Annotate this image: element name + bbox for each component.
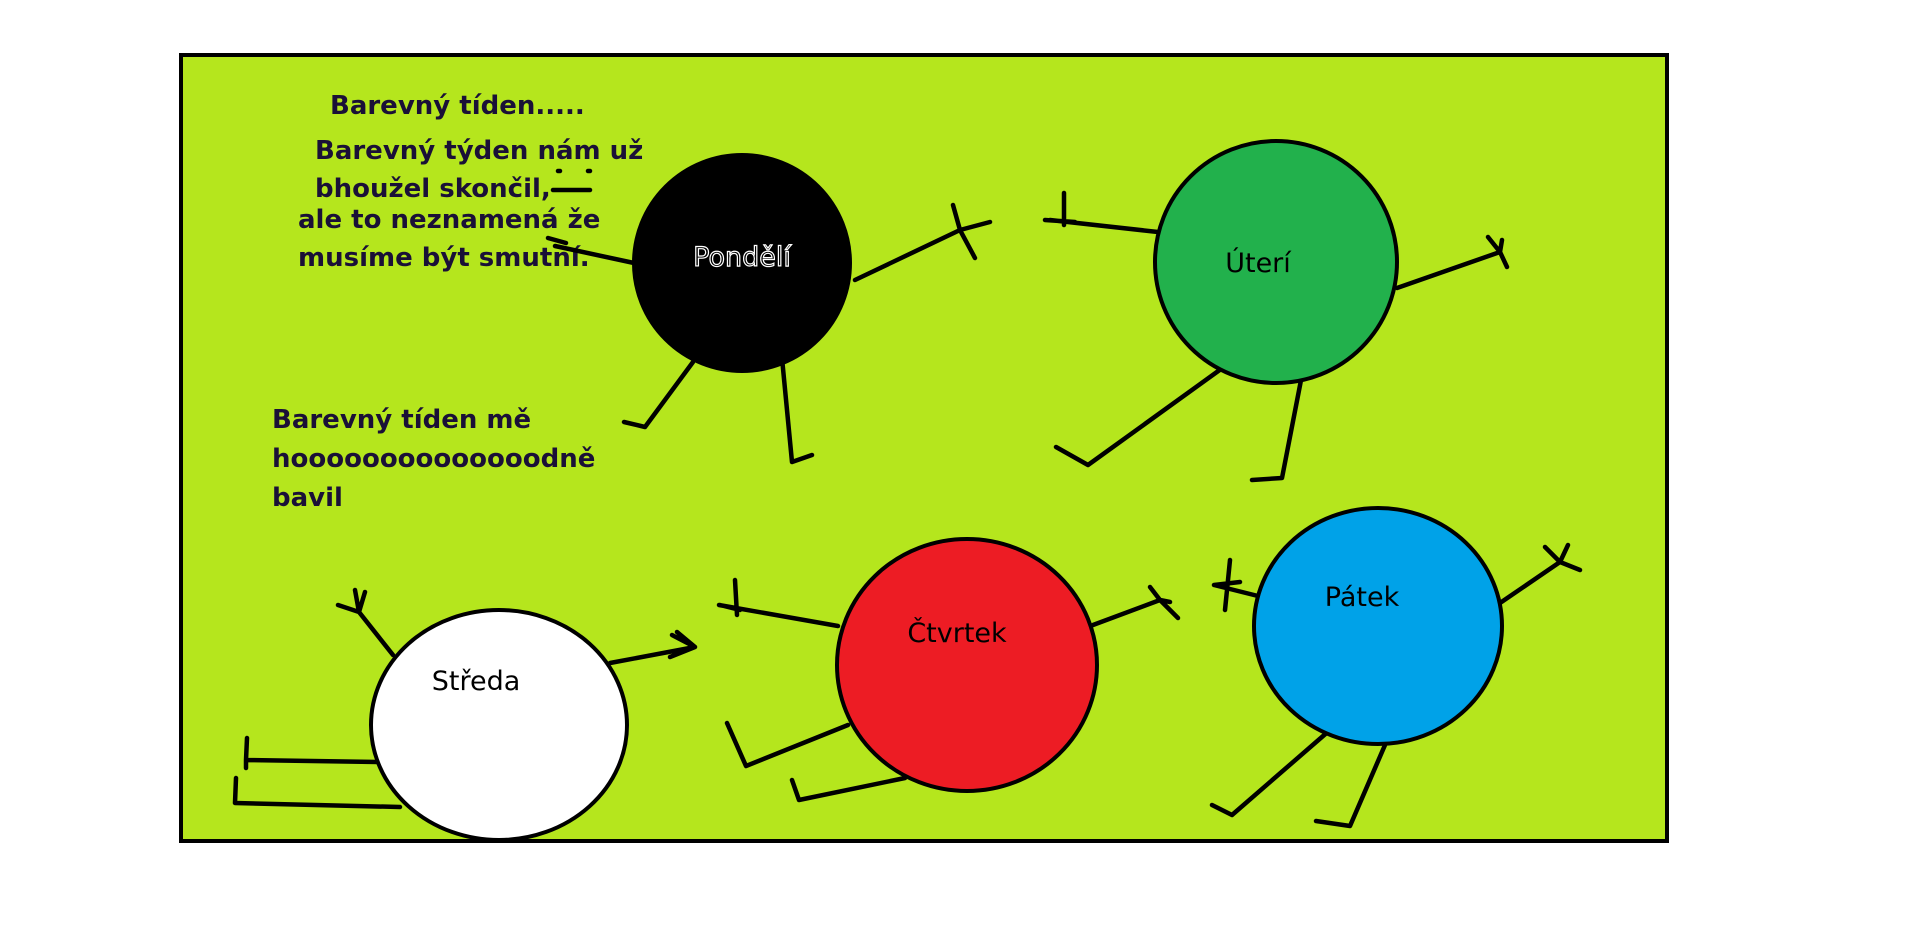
monday-label: Pondělí — [693, 242, 792, 273]
enjoy-line-3: bavil — [272, 483, 343, 513]
wednesday-label: Středa — [432, 666, 521, 697]
friday-circle — [1252, 506, 1504, 746]
note-title: Barevný tíden..... — [330, 91, 585, 121]
enjoy-line-1: Barevný tíden mě — [272, 405, 531, 435]
tuesday-figure: Úterí — [1042, 139, 1510, 483]
friday-label: Pátek — [1325, 582, 1400, 613]
scribble-marks — [545, 168, 593, 246]
enjoy-line-2: hoooooooooooooodně — [272, 444, 595, 474]
note-line-4: musíme být smutní. — [298, 243, 590, 273]
monday-figure: Pondělí — [552, 153, 993, 465]
monday-circle — [632, 153, 852, 373]
note-line-1: Barevný týden nám už — [315, 136, 643, 166]
note-line-2: bhoužel skončil, — [315, 174, 551, 204]
friday-figure: Pátek — [1209, 506, 1583, 829]
tuesday-label: Úterí — [1225, 247, 1292, 279]
tuesday-limbs — [1042, 190, 1510, 483]
friday-limbs — [1209, 542, 1583, 829]
wednesday-limbs — [232, 587, 698, 810]
wednesday-figure: Středa — [232, 587, 698, 842]
tuesday-circle — [1153, 139, 1399, 385]
thursday-limbs — [716, 577, 1181, 803]
note-line-3: ale to neznamená že — [298, 205, 600, 235]
wednesday-circle — [369, 608, 629, 842]
thursday-figure: Čtvrtek — [716, 537, 1181, 803]
thursday-circle — [835, 537, 1099, 793]
monday-limbs — [552, 202, 993, 465]
thursday-label: Čtvrtek — [907, 617, 1007, 649]
